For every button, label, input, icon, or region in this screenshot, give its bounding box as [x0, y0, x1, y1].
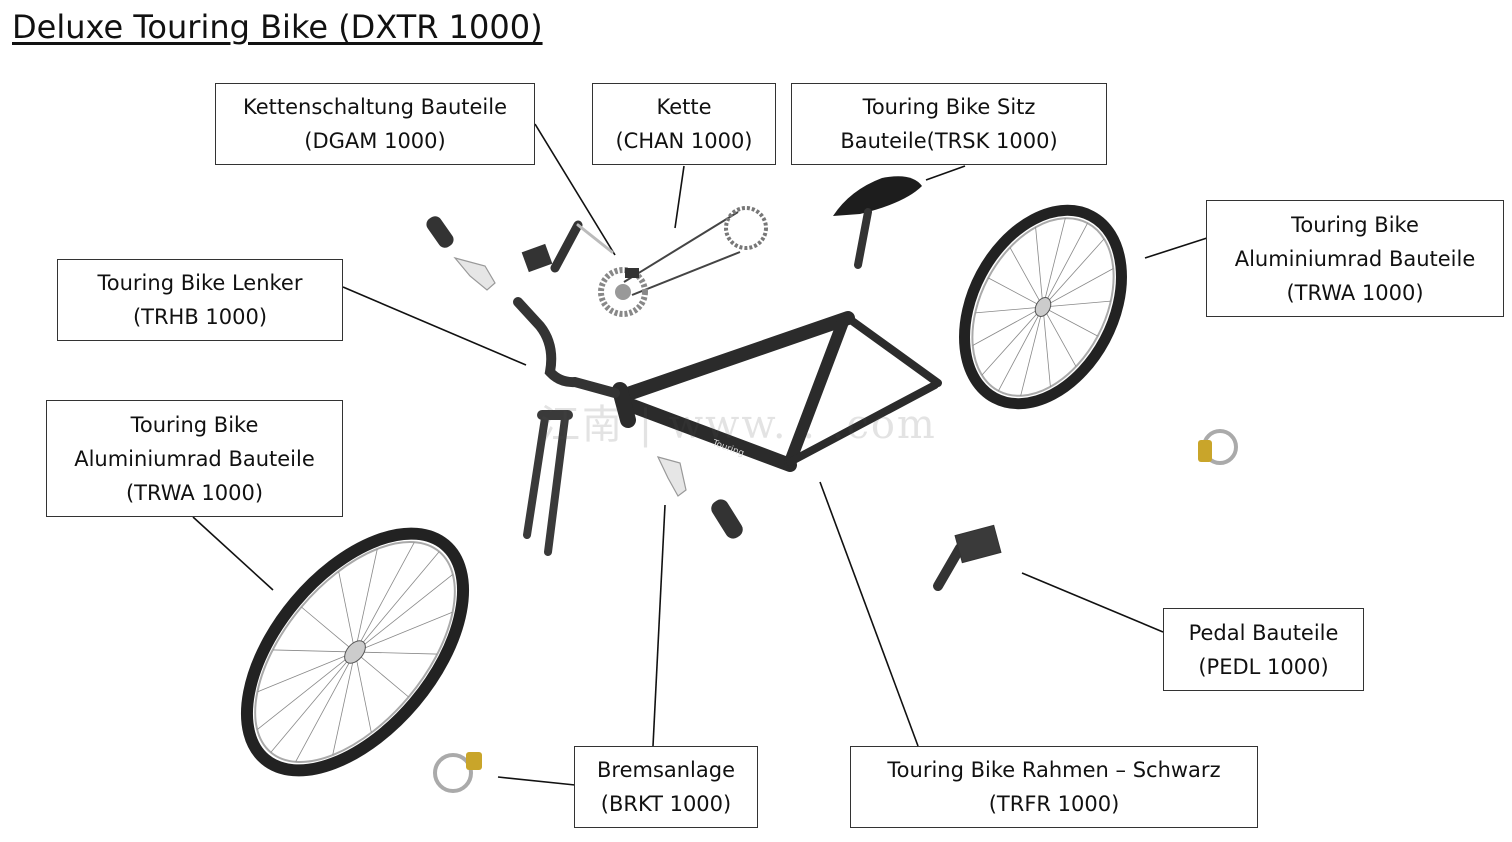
- label-line: (TRWA 1000): [1286, 276, 1423, 310]
- handlebar-part: [518, 302, 615, 393]
- label-front-wheel: Touring Bike Aluminiumrad Bauteile (TRWA…: [46, 400, 343, 517]
- leader-pedal: [1022, 573, 1163, 632]
- label-pedal: Pedal Bauteile (PEDL 1000): [1163, 608, 1364, 691]
- label-line: Aluminiumrad Bauteile: [1235, 242, 1476, 276]
- label-derailleur: Kettenschaltung Bauteile (DGAM 1000): [215, 83, 535, 165]
- label-line: Touring Bike Sitz: [863, 90, 1036, 124]
- label-line: (TRHB 1000): [133, 300, 267, 334]
- label-line: (BRKT 1000): [601, 787, 731, 821]
- brake-lever-middle: [658, 457, 686, 496]
- label-rear-wheel: Touring Bike Aluminiumrad Bauteile (TRWA…: [1206, 200, 1504, 317]
- seat-part: [833, 176, 922, 265]
- leader-lines: [193, 124, 1207, 785]
- label-line: Touring Bike: [1291, 208, 1419, 242]
- chain-part: [624, 208, 766, 295]
- label-line: Bauteile(TRSK 1000): [840, 124, 1057, 158]
- label-line: (DGAM 1000): [304, 124, 445, 158]
- leader-seat: [926, 166, 965, 180]
- label-line: (PEDL 1000): [1198, 650, 1328, 684]
- label-seat: Touring Bike Sitz Bauteile(TRSK 1000): [791, 83, 1107, 165]
- pedal-part: [938, 525, 1001, 586]
- label-line: Touring Bike Lenker: [98, 266, 303, 300]
- label-line: (CHAN 1000): [615, 124, 752, 158]
- front-wheel-part: [205, 495, 504, 810]
- leader-rear-wheel: [1145, 238, 1207, 258]
- label-line: (TRFR 1000): [989, 787, 1120, 821]
- leader-brakes-top: [653, 505, 665, 746]
- leader-brakes-bottom: [498, 777, 575, 785]
- label-brakes: Bremsanlage (BRKT 1000): [574, 746, 758, 828]
- grip-part-right: [708, 496, 746, 541]
- leader-front-wheel: [193, 517, 273, 590]
- label-line: Kettenschaltung Bauteile: [243, 90, 507, 124]
- label-line: Pedal Bauteile: [1189, 616, 1339, 650]
- brake-disc-left: [435, 752, 482, 791]
- brake-lever-top: [455, 258, 495, 290]
- label-line: Touring Bike Rahmen – Schwarz: [887, 753, 1220, 787]
- cassette-part: [601, 268, 645, 314]
- label-frame: Touring Bike Rahmen – Schwarz (TRFR 1000…: [850, 746, 1258, 828]
- label-line: Kette: [656, 90, 711, 124]
- leader-chain: [675, 166, 684, 228]
- watermark: 江南 | www. . .com: [540, 392, 937, 450]
- rear-wheel-part: [933, 183, 1153, 431]
- grip-part-top: [424, 213, 457, 250]
- label-chain: Kette (CHAN 1000): [592, 83, 776, 165]
- leader-handlebar: [343, 287, 526, 365]
- label-line: Bremsanlage: [597, 753, 735, 787]
- leader-frame: [820, 482, 918, 746]
- crank-part-top: [522, 225, 612, 272]
- brake-disc-right: [1198, 431, 1236, 463]
- label-handlebar: Touring Bike Lenker (TRHB 1000): [57, 259, 343, 341]
- label-line: Touring Bike: [131, 408, 259, 442]
- label-line: (TRWA 1000): [126, 476, 263, 510]
- label-line: Aluminiumrad Bauteile: [74, 442, 315, 476]
